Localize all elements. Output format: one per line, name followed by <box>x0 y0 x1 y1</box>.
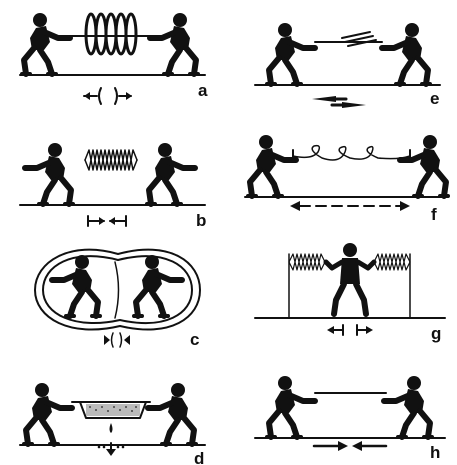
tug-figure-icon <box>382 23 430 84</box>
zigzag-spring-icon <box>374 254 410 270</box>
tug-figure-icon <box>150 13 198 74</box>
force-arrows-inward-icon <box>314 441 386 451</box>
panel-letter: a <box>198 81 208 100</box>
tug-figure-icon <box>24 383 72 444</box>
tug-figure-icon <box>25 143 73 204</box>
tug-figure-icon <box>267 23 315 84</box>
panel-letter: d <box>194 449 204 465</box>
panel-b: b <box>20 143 206 230</box>
zigzag-spring-icon <box>289 254 325 270</box>
panel-letter: b <box>196 211 206 230</box>
tug-figure-icon <box>148 383 196 444</box>
panel-letter: h <box>430 443 440 462</box>
tug-figure-icon <box>22 13 70 74</box>
sliding-sticks-icon <box>315 32 382 46</box>
bubble-enclosure-icon <box>35 250 200 330</box>
coil-spring-icon <box>86 14 136 54</box>
panel-d: d <box>20 383 205 465</box>
panel-letter: c <box>190 330 199 349</box>
tug-figure-icon <box>267 376 315 437</box>
force-arrows-dashed-outward-icon <box>290 201 410 211</box>
panel-h: h <box>255 376 445 462</box>
force-arrows-inward-icon <box>88 216 126 226</box>
force-arrows-inward-icon <box>104 333 130 347</box>
tug-figure-icon <box>400 135 448 196</box>
force-arrows-opposing-icon <box>312 96 366 108</box>
standing-figure-icon <box>326 243 374 314</box>
tug-figure-icon <box>147 143 195 204</box>
zigzag-spring-icon <box>85 150 137 170</box>
force-arrows-outward-icon <box>327 325 373 335</box>
tug-figure-icon <box>384 376 432 437</box>
force-arrows-outward-icon <box>84 88 132 104</box>
panel-g: g <box>255 243 445 343</box>
panel-letter: g <box>431 324 441 343</box>
loose-coil-rope-icon <box>293 146 410 162</box>
panel-f: f <box>245 135 448 224</box>
tug-figure-icon <box>134 255 182 316</box>
panel-letter: e <box>430 89 439 108</box>
water-trough-icon <box>72 402 150 433</box>
panel-a: a <box>20 13 208 104</box>
panel-c: c <box>35 250 200 349</box>
panel-letter: f <box>431 205 437 224</box>
panel-e: e <box>255 23 440 108</box>
tug-figure-icon <box>248 135 296 196</box>
